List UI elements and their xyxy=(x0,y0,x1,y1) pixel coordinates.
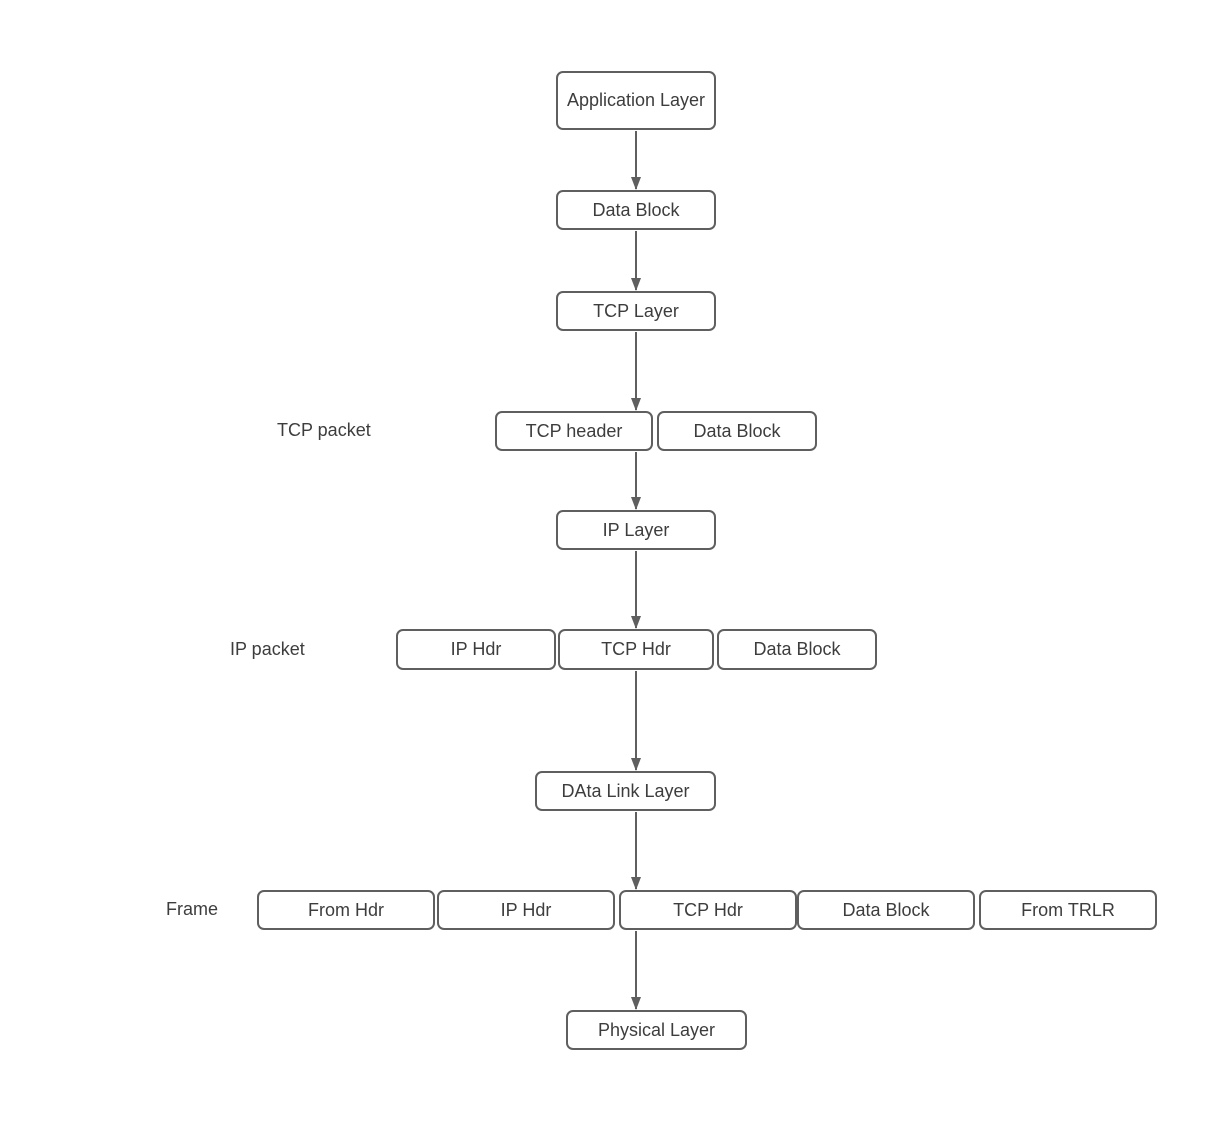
arrow-datalink-to-frame xyxy=(635,812,637,889)
node-label: TCP Hdr xyxy=(673,899,743,920)
label-ip-packet: IP packet xyxy=(230,639,305,659)
node-label: TCP header xyxy=(525,420,623,441)
node-application-layer: Application Layer xyxy=(556,71,716,130)
node-ip-hdr-1: IP Hdr xyxy=(396,629,556,670)
node-data-block-1: Data Block xyxy=(556,190,716,230)
node-physical-layer: Physical Layer xyxy=(566,1010,747,1050)
node-label: From TRLR xyxy=(1021,899,1115,920)
node-label: DAta Link Layer xyxy=(561,780,690,801)
node-label: Physical Layer xyxy=(597,1019,716,1040)
node-label: IP Layer xyxy=(602,519,670,540)
arrow-tcplayer-to-tcppacket xyxy=(635,332,637,410)
arrow-iplayer-to-ippacket xyxy=(635,551,637,628)
arrow-frame-to-physical xyxy=(635,931,637,1009)
node-data-block-4: Data Block xyxy=(797,890,975,930)
label-tcp-packet: TCP packet xyxy=(277,420,371,440)
node-tcp-hdr-2: TCP Hdr xyxy=(619,890,797,930)
node-data-block-3: Data Block xyxy=(717,629,877,670)
arrow-application-to-datablock xyxy=(635,131,637,189)
node-label: Data Block xyxy=(592,199,680,220)
arrow-ippacket-to-datalink xyxy=(635,671,637,770)
node-label: TCP Hdr xyxy=(601,639,671,659)
node-label: TCP Layer xyxy=(593,300,679,321)
node-label: IP Hdr xyxy=(450,639,502,659)
label-frame: Frame xyxy=(166,899,219,919)
node-tcp-hdr-1: TCP Hdr xyxy=(558,629,714,670)
node-label: IP Hdr xyxy=(500,899,552,920)
node-label: Application Layer xyxy=(566,90,706,110)
node-label: Data Block xyxy=(693,420,781,441)
node-data-block-2: Data Block xyxy=(657,411,817,451)
arrow-tcppacket-to-iplayer xyxy=(635,452,637,509)
node-from-hdr: From Hdr xyxy=(257,890,435,930)
node-from-trlr: From TRLR xyxy=(979,890,1157,930)
node-tcp-header: TCP header xyxy=(495,411,653,451)
node-label: From Hdr xyxy=(308,899,384,920)
node-data-link-layer: DAta Link Layer xyxy=(535,771,716,811)
node-label: Data Block xyxy=(842,899,930,920)
node-ip-layer: IP Layer xyxy=(556,510,716,550)
node-ip-hdr-2: IP Hdr xyxy=(437,890,615,930)
node-tcp-layer: TCP Layer xyxy=(556,291,716,331)
arrow-datablock-to-tcplayer xyxy=(635,231,637,290)
node-label: Data Block xyxy=(753,639,841,659)
